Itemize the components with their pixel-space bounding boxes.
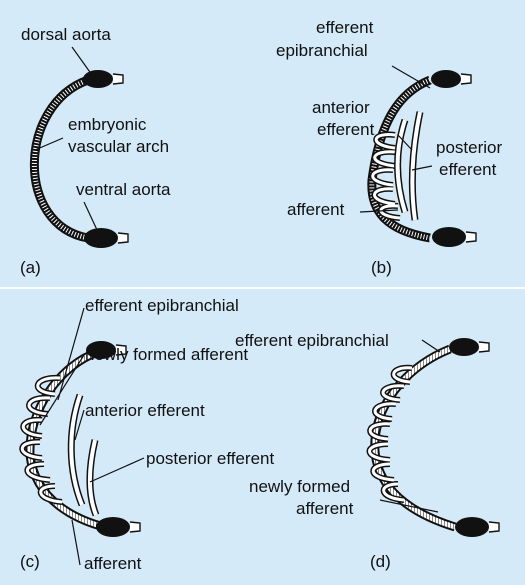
label-d-efferent-epibranchial: efferent epibranchial — [235, 331, 389, 351]
label-b-posterior-efferent-2: efferent — [439, 160, 496, 180]
label-b-anterior-efferent-1: anterior — [312, 98, 370, 118]
ventral-aorta-vessel — [84, 228, 118, 248]
panel-d-drawing — [370, 338, 500, 537]
label-embryonic-arch-2: vascular arch — [68, 137, 169, 157]
panel-c-tag: (c) — [20, 552, 40, 572]
label-c-afferent: afferent — [84, 554, 141, 574]
dorsal-aorta-vessel — [83, 70, 113, 88]
label-b-afferent: afferent — [287, 200, 344, 220]
label-b-posterior-efferent-1: posterior — [436, 138, 502, 158]
panel-b-tag: (b) — [371, 258, 392, 278]
label-b-efferent-epibranchial-1: efferent — [316, 18, 373, 38]
label-c-newly-formed-afferent: newly formed afferent — [85, 345, 248, 365]
label-embryonic-arch-1: embryonic — [68, 115, 146, 135]
label-c-posterior-efferent: posterior efferent — [146, 449, 274, 469]
label-c-efferent-epibranchial: efferent epibranchial — [85, 296, 239, 316]
label-dorsal-aorta: dorsal aorta — [21, 25, 111, 45]
embryonic-vascular-arch — [34, 80, 88, 238]
label-d-newly-formed-afferent-1: newly formed — [249, 477, 350, 497]
panel-d-tag: (d) — [370, 552, 391, 572]
label-ventral-aorta: ventral aorta — [76, 180, 171, 200]
panel-a-tag: (a) — [20, 258, 41, 278]
label-b-anterior-efferent-2: efferent — [317, 120, 374, 140]
label-d-newly-formed-afferent-2: afferent — [296, 499, 353, 519]
label-b-efferent-epibranchial-2: epibranchial — [276, 41, 368, 61]
label-c-anterior-efferent: anterior efferent — [85, 401, 205, 421]
